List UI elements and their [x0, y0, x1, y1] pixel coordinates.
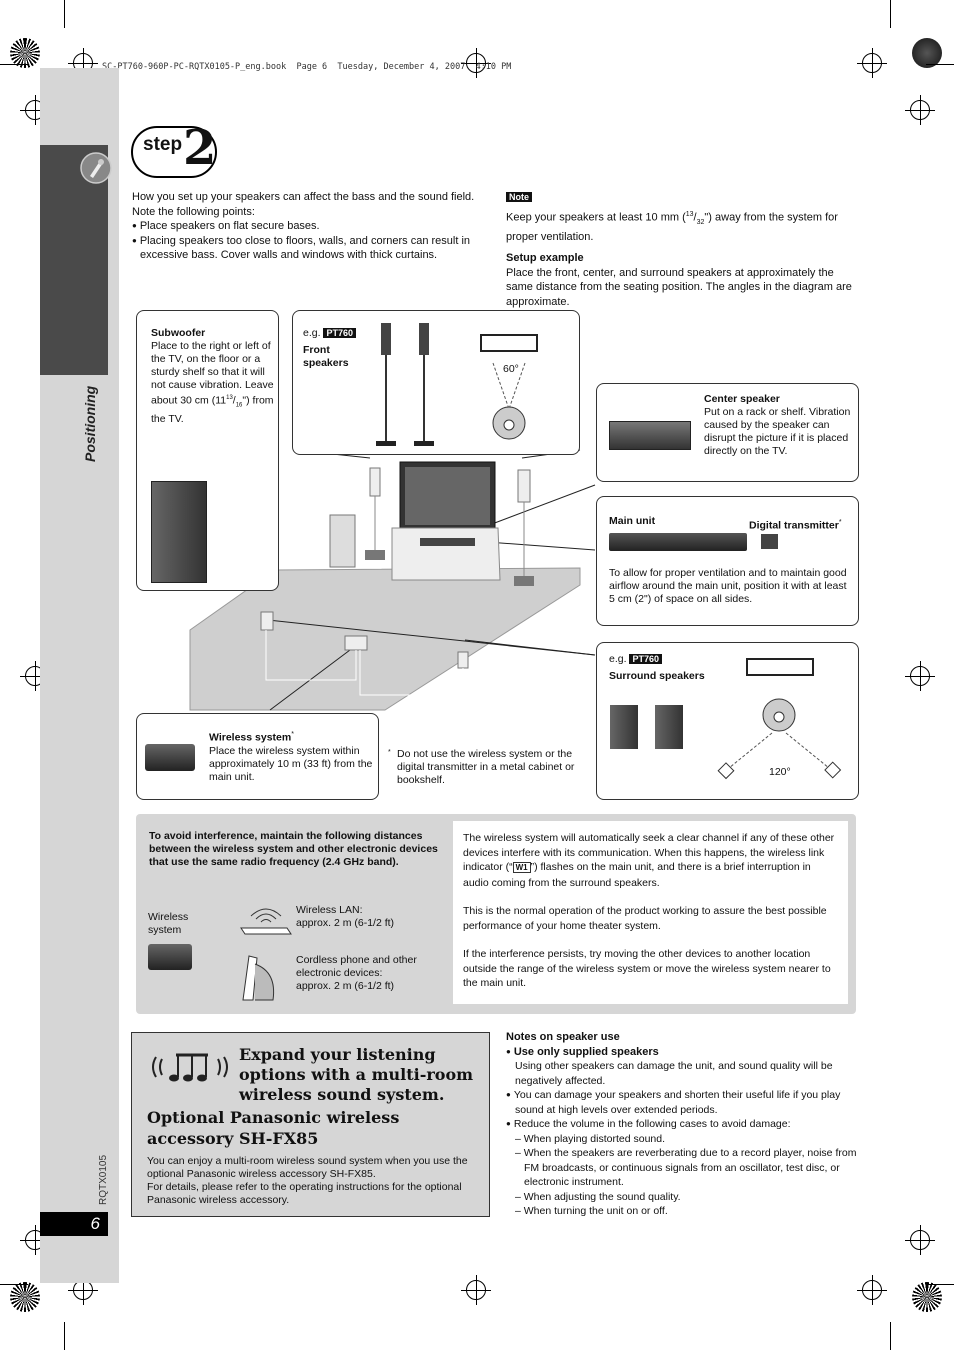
surround-eg: e.g.	[609, 653, 627, 665]
crosshair-icon	[905, 1225, 935, 1255]
page-number: 6	[40, 1212, 108, 1236]
expand-text: You can enjoy a multi-room wireless soun…	[147, 1155, 468, 1206]
front-speakers-box: e.g. PT760 Front speakers 60°	[292, 310, 580, 455]
surround-angle-diagram	[717, 658, 842, 780]
notes-dash: – When turning the unit on or off.	[515, 1205, 668, 1217]
expand-box: Expand your listening options with a mul…	[131, 1032, 490, 1217]
main-unit-text: To allow for proper ventilation and to m…	[609, 567, 847, 605]
section-label: Positioning	[82, 385, 98, 462]
phone-info: Cordless phone and other electronic devi…	[296, 954, 417, 992]
wireless-system-title: Wireless system*	[209, 731, 294, 744]
wireless-indicator-icon: W1	[512, 862, 531, 873]
router-icon	[240, 908, 292, 935]
front-angle: 60°	[503, 363, 519, 375]
notes-title: Notes on speaker use	[506, 1031, 620, 1043]
registration-target-icon	[912, 1282, 942, 1312]
registration-target-icon	[10, 38, 40, 68]
main-unit-box: Main unit Digital transmitter* To allow …	[596, 496, 859, 626]
notes-dash: – When the speakers are reverberating du…	[515, 1147, 857, 1188]
center-speaker-box: Center speaker Put on a rack or shelf. V…	[596, 383, 859, 482]
wireless-system-text: Place the wireless system within approxi…	[209, 744, 373, 783]
step-number: 2	[183, 120, 217, 176]
subwoofer-title: Subwoofer	[151, 327, 206, 339]
crosshair-icon	[461, 1275, 491, 1305]
step-logo: step 2	[131, 120, 217, 178]
front-angle-diagram	[480, 334, 538, 440]
front-model-tag: PT760	[323, 328, 356, 338]
room-diagram	[149, 449, 596, 711]
lan-info: Wireless LAN:approx. 2 m (6-1/2 ft)	[296, 904, 395, 929]
intro-line: How you set up your speakers can affect …	[132, 191, 475, 203]
intro-bullet: Place speakers on flat secure bases.	[132, 219, 492, 234]
digital-transmitter-title: Digital transmitter*	[749, 519, 842, 532]
file-header: SC-PT760-960P-PC-RQTX0105-P_eng.book Pag…	[102, 62, 512, 72]
crosshair-icon	[905, 661, 935, 691]
wireless-system-box: Wireless system* Place the wireless syst…	[136, 713, 379, 800]
surround-model-tag: PT760	[629, 654, 662, 664]
intro-line: Note the following points:	[132, 205, 255, 218]
interference-panel: To avoid interference, maintain the foll…	[136, 814, 856, 1014]
music-note-icon	[152, 1053, 228, 1082]
main-unit-title: Main unit	[609, 515, 656, 527]
front-eg: e.g.	[303, 327, 321, 339]
intro: How you set up your speakers can affect …	[132, 190, 492, 263]
step-word: step	[143, 134, 183, 155]
setup-title: Setup example	[506, 252, 584, 265]
crosshair-icon	[905, 95, 935, 125]
interference-wireless-label: Wireless system	[148, 911, 189, 936]
tool-icon	[80, 152, 112, 184]
setup-text: Place the front, center, and surround sp…	[506, 266, 852, 308]
center-speaker-image	[609, 421, 691, 450]
interference-heading: To avoid interference, maintain the foll…	[149, 830, 438, 868]
crosshair-icon	[857, 1275, 887, 1305]
registration-target-icon	[912, 38, 942, 68]
registration-target-icon	[10, 1282, 40, 1312]
doc-code: RQTX0105	[98, 1154, 109, 1205]
transmitter-image	[761, 534, 778, 549]
front-title: Front speakers	[303, 344, 349, 369]
subwoofer-text: Place to the right or left of the TV, on…	[151, 340, 274, 425]
center-text: Put on a rack or shelf. Vibration caused…	[704, 406, 851, 457]
expand-subheading: Optional Panasonic wireless accessory SH…	[147, 1108, 400, 1148]
interference-text: The wireless system will automatically s…	[453, 821, 848, 1004]
notes-sub: Use only supplied speakers	[506, 1045, 862, 1060]
wireless-system-small-image	[148, 944, 192, 970]
wireless-system-image	[145, 744, 195, 771]
footnote: * Do not use the wireless system or the …	[388, 748, 575, 786]
crosshair-icon	[461, 48, 491, 78]
center-title: Center speaker	[704, 393, 780, 405]
notes-bullet: You can damage your speakers and shorten…	[506, 1088, 862, 1117]
speaker-notes: Notes on speaker use Use only supplied s…	[506, 1030, 862, 1219]
surround-title: Surround speakers	[609, 670, 705, 682]
note-text: Keep your speakers at least 10 mm (13/32…	[506, 210, 838, 243]
cordless-phone-icon	[242, 955, 275, 1001]
subwoofer-box: Subwoofer Place to the right or left of …	[136, 310, 279, 591]
crosshair-icon	[68, 1275, 98, 1305]
surround-angle: 120°	[769, 766, 791, 778]
note-block: Note Keep your speakers at least 10 mm (…	[506, 190, 862, 309]
surround-speaker-image	[610, 705, 638, 749]
note-tag: Note	[506, 192, 532, 202]
notes-dash: – When adjusting the sound quality.	[515, 1190, 681, 1203]
notes-bullet: Reduce the volume in the following cases…	[506, 1117, 862, 1132]
notes-dash: – When playing distorted sound.	[515, 1132, 666, 1145]
intro-bullet: Placing speakers too close to floors, wa…	[132, 234, 492, 263]
subwoofer-image	[151, 481, 207, 583]
notes-sub-text: Using other speakers can damage the unit…	[515, 1060, 833, 1087]
surround-box: e.g. PT760 Surround speakers 120°	[596, 642, 859, 800]
main-unit-image	[609, 533, 747, 551]
crosshair-icon	[857, 48, 887, 78]
surround-speaker-image	[655, 705, 683, 749]
expand-heading: Expand your listening options with a mul…	[239, 1045, 474, 1104]
